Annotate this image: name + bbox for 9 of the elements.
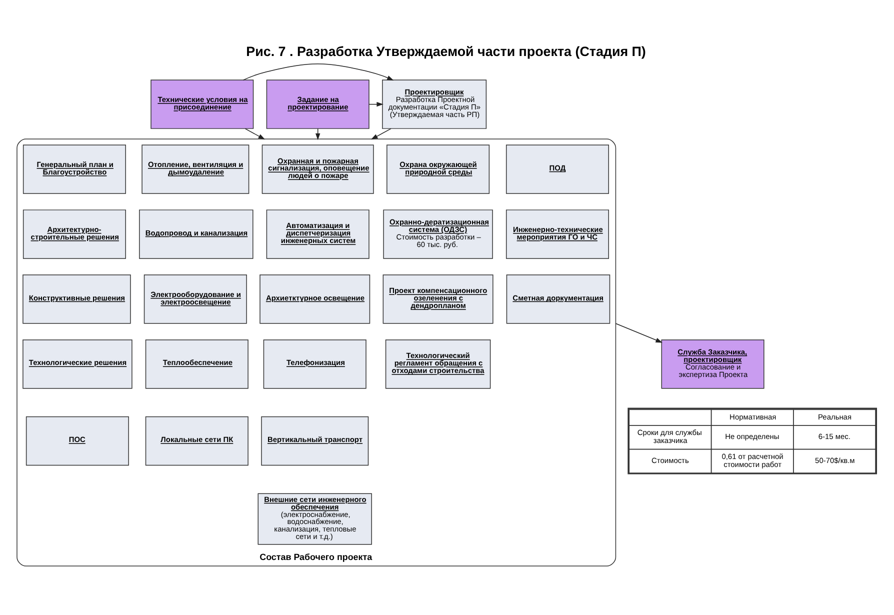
label: 0,61 от расчетной стоимости работ <box>722 452 784 470</box>
label: 6-15 мес. <box>818 432 850 442</box>
diagram-title: Рис. 7 . Разработка Утверждаемой части проекта (Стадия П) <box>246 44 646 59</box>
label: Реальная <box>818 412 852 422</box>
label: 50-70$/кв.м <box>815 456 855 466</box>
label: Нормативная <box>730 412 776 422</box>
label: Сроки для службы заказчика <box>637 428 702 446</box>
label: Стоимость <box>652 456 689 466</box>
label: Не определены <box>725 432 780 442</box>
